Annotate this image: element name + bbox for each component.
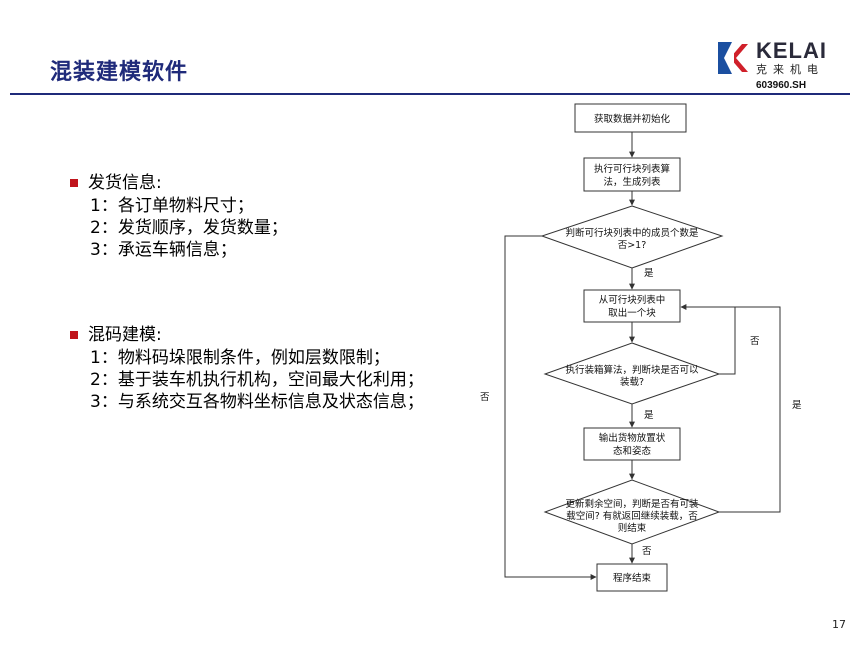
edge-label-no: 否	[750, 336, 760, 347]
list-item: 1：各订单物料尺寸；	[90, 196, 254, 216]
node-check-pack-text: 装载?	[620, 376, 644, 388]
edge-pack-no	[680, 304, 736, 375]
node-init-text: 获取数据并初始化	[594, 113, 671, 125]
title-divider	[10, 93, 850, 95]
node-update-space-text: 载空间? 有就返回继续装载，否	[566, 510, 698, 522]
flowchart: 获取数据并初始化 执行可行块列表算 法，生成列表 判断可行块列表中的成员个数是 …	[480, 103, 802, 592]
list-item: 1：物料码垛限制条件，例如层数限制；	[90, 348, 390, 368]
list-item: 2：基于装车机执行机构，空间最大化利用；	[90, 370, 424, 390]
node-output-pose-text: 输出货物放置状	[599, 432, 666, 444]
edge-label-yes: 是	[644, 410, 654, 421]
node-update-space-text: 则结束	[618, 522, 647, 534]
list-item: 2：发货顺序，发货数量；	[90, 218, 288, 238]
edge-label-no: 否	[642, 546, 652, 557]
section-heading-text: 混码建模:	[88, 325, 162, 345]
list-item: 3：承运车辆信息；	[90, 240, 237, 260]
edge-label-yes: 是	[792, 400, 802, 411]
node-end	[596, 563, 668, 592]
node-check-pack-text: 执行装箱算法，判断块是否可以	[565, 364, 699, 376]
node-gen-list-text: 执行可行块列表算	[594, 163, 670, 175]
section-heading-text: 发货信息:	[88, 173, 162, 193]
node-init	[574, 103, 687, 133]
edge-space-yes	[719, 306, 781, 513]
node-take-block	[583, 289, 681, 323]
edge-count-no	[504, 235, 597, 580]
node-update-space-text: 更新剩余空间，判断是否有可装	[565, 498, 699, 510]
logo-brand-cn: 克来机电	[756, 63, 824, 76]
kelai-logo-icon	[718, 42, 748, 74]
bullet-square-icon	[70, 331, 78, 339]
node-gen-list-text: 法，生成列表	[603, 176, 661, 188]
node-output-pose-text: 态和姿态	[613, 445, 652, 457]
page-title: 混装建模软件	[50, 60, 189, 85]
edge-label-yes: 是	[644, 268, 654, 279]
edge-label-no: 否	[480, 392, 490, 403]
stock-ticker: 603960.SH	[756, 80, 807, 91]
section-heading: 混码建模:	[70, 323, 424, 347]
page-number: 17	[832, 618, 846, 631]
list-item: 3：与系统交互各物料坐标信息及状态信息；	[90, 392, 424, 412]
node-check-count-text: 否>1?	[618, 240, 647, 251]
shipping-info-section: 发货信息: 1：各订单物料尺寸； 2：发货顺序，发货数量； 3：承运车辆信息；	[70, 171, 288, 261]
section-heading: 发货信息:	[70, 171, 288, 195]
node-check-count-text: 判断可行块列表中的成员个数是	[565, 227, 699, 239]
bullet-square-icon	[70, 179, 78, 187]
mixed-stacking-section: 混码建模: 1：物料码垛限制条件，例如层数限制； 2：基于装车机执行机构，空间最…	[70, 323, 424, 413]
node-take-block-text: 从可行块列表中	[599, 294, 666, 306]
node-end-text: 程序结束	[613, 572, 652, 584]
company-logo: KELAI 克来机电 603960.SH	[716, 38, 841, 94]
logo-brand-text: KELAI	[756, 38, 827, 63]
node-take-block-text: 取出一个块	[608, 307, 656, 319]
